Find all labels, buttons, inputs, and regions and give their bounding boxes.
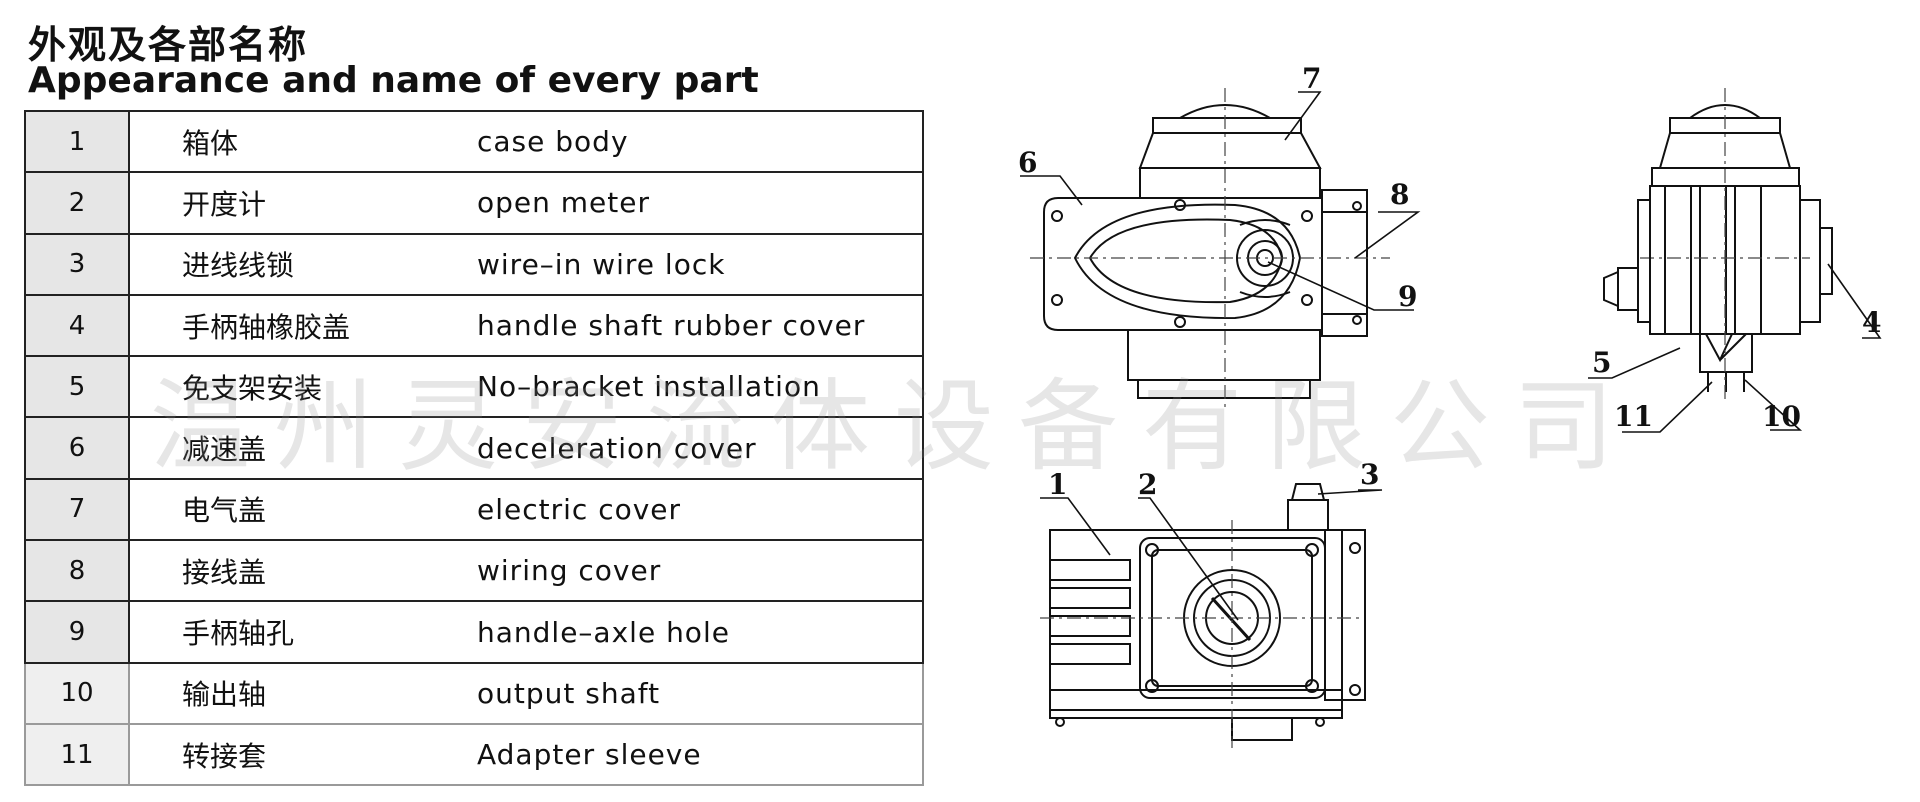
part-name-english: output shaft [477, 662, 924, 725]
part-number: 8 [24, 540, 130, 603]
leader-line-7 [1284, 91, 1322, 141]
part-name-chinese: 箱体 [129, 109, 477, 174]
part-name-chinese: 进线线锁 [129, 233, 477, 296]
callout-8: 8 [1390, 178, 1409, 211]
part-name-english: case body [477, 109, 924, 174]
callout-7: 7 [1302, 62, 1321, 95]
leader-line-6 [1020, 175, 1083, 206]
leader-line-2 [1138, 497, 1239, 621]
actuator-view-side [1603, 88, 1833, 400]
part-number: 4 [24, 294, 130, 358]
part-name-english: No–bracket installation [477, 356, 924, 419]
table-row: 9 手柄轴孔 handle–axle hole [24, 601, 924, 664]
table-row: 3 进线线锁 wire–in wire lock [24, 233, 924, 296]
callout-6: 6 [1018, 146, 1037, 179]
part-name-chinese: 免支架安装 [129, 356, 477, 419]
parts-table: 1 箱体 case body 2 开度计 open meter 3 进线线锁 w… [24, 109, 924, 787]
part-number: 5 [24, 356, 130, 419]
table-row: 4 手柄轴橡胶盖 handle shaft rubber cover [24, 294, 924, 358]
part-name-english: open meter [477, 172, 924, 235]
part-name-english: wiring cover [477, 540, 924, 603]
part-name-chinese: 接线盖 [129, 540, 477, 603]
table-row: 6 减速盖 deceleration cover [24, 417, 924, 480]
leader-line-8 [1354, 211, 1421, 259]
part-name-english: wire–in wire lock [477, 233, 924, 296]
part-number: 10 [24, 662, 130, 725]
part-name-english: Adapter sleeve [477, 723, 924, 787]
part-name-chinese: 开度计 [129, 172, 477, 235]
part-name-chinese: 转接套 [129, 723, 477, 787]
part-name-chinese: 电气盖 [129, 478, 477, 542]
leader-line-10 [1744, 379, 1803, 431]
table-row: 8 接线盖 wiring cover [24, 540, 924, 603]
part-name-english: deceleration cover [477, 417, 924, 480]
callout-4: 4 [1862, 306, 1881, 339]
leader-line-1 [1040, 497, 1111, 556]
part-name-english: handle shaft rubber cover [477, 294, 924, 358]
callout-9: 9 [1398, 280, 1417, 313]
leader-line-3 [1317, 489, 1383, 495]
table-row: 5 免支架安装 No–bracket installation [24, 356, 924, 419]
part-number: 11 [24, 723, 130, 787]
table-row: 1 箱体 case body [24, 109, 924, 174]
part-number: 1 [24, 109, 130, 174]
page-title-chinese: 外观及各部名称 [28, 23, 309, 67]
part-number: 3 [24, 233, 130, 296]
part-number: 2 [24, 172, 130, 235]
page-title-english: Appearance and name of every part [28, 60, 759, 101]
part-name-chinese: 输出轴 [129, 662, 477, 725]
part-number: 6 [24, 417, 130, 480]
callout-10: 10 [1762, 400, 1801, 433]
table-row: 11 转接套 Adapter sleeve [24, 723, 924, 787]
actuator-view-top [1040, 483, 1366, 748]
table-row: 10 输出轴 output shaft [24, 662, 924, 725]
table-row: 2 开度计 open meter [24, 172, 924, 235]
part-name-chinese: 减速盖 [129, 417, 477, 480]
part-name-chinese: 手柄轴橡胶盖 [129, 294, 477, 358]
leader-line-4 [1827, 263, 1882, 339]
part-name-english: handle–axle hole [477, 601, 924, 664]
part-number: 7 [24, 478, 130, 542]
part-number: 9 [24, 601, 130, 664]
part-name-english: electric cover [477, 478, 924, 542]
leader-line-9 [1267, 261, 1414, 311]
table-row: 7 电气盖 electric cover [24, 478, 924, 542]
part-name-chinese: 手柄轴孔 [129, 601, 477, 664]
watermark: 温州灵安流体设备有限公司 [150, 368, 1638, 485]
